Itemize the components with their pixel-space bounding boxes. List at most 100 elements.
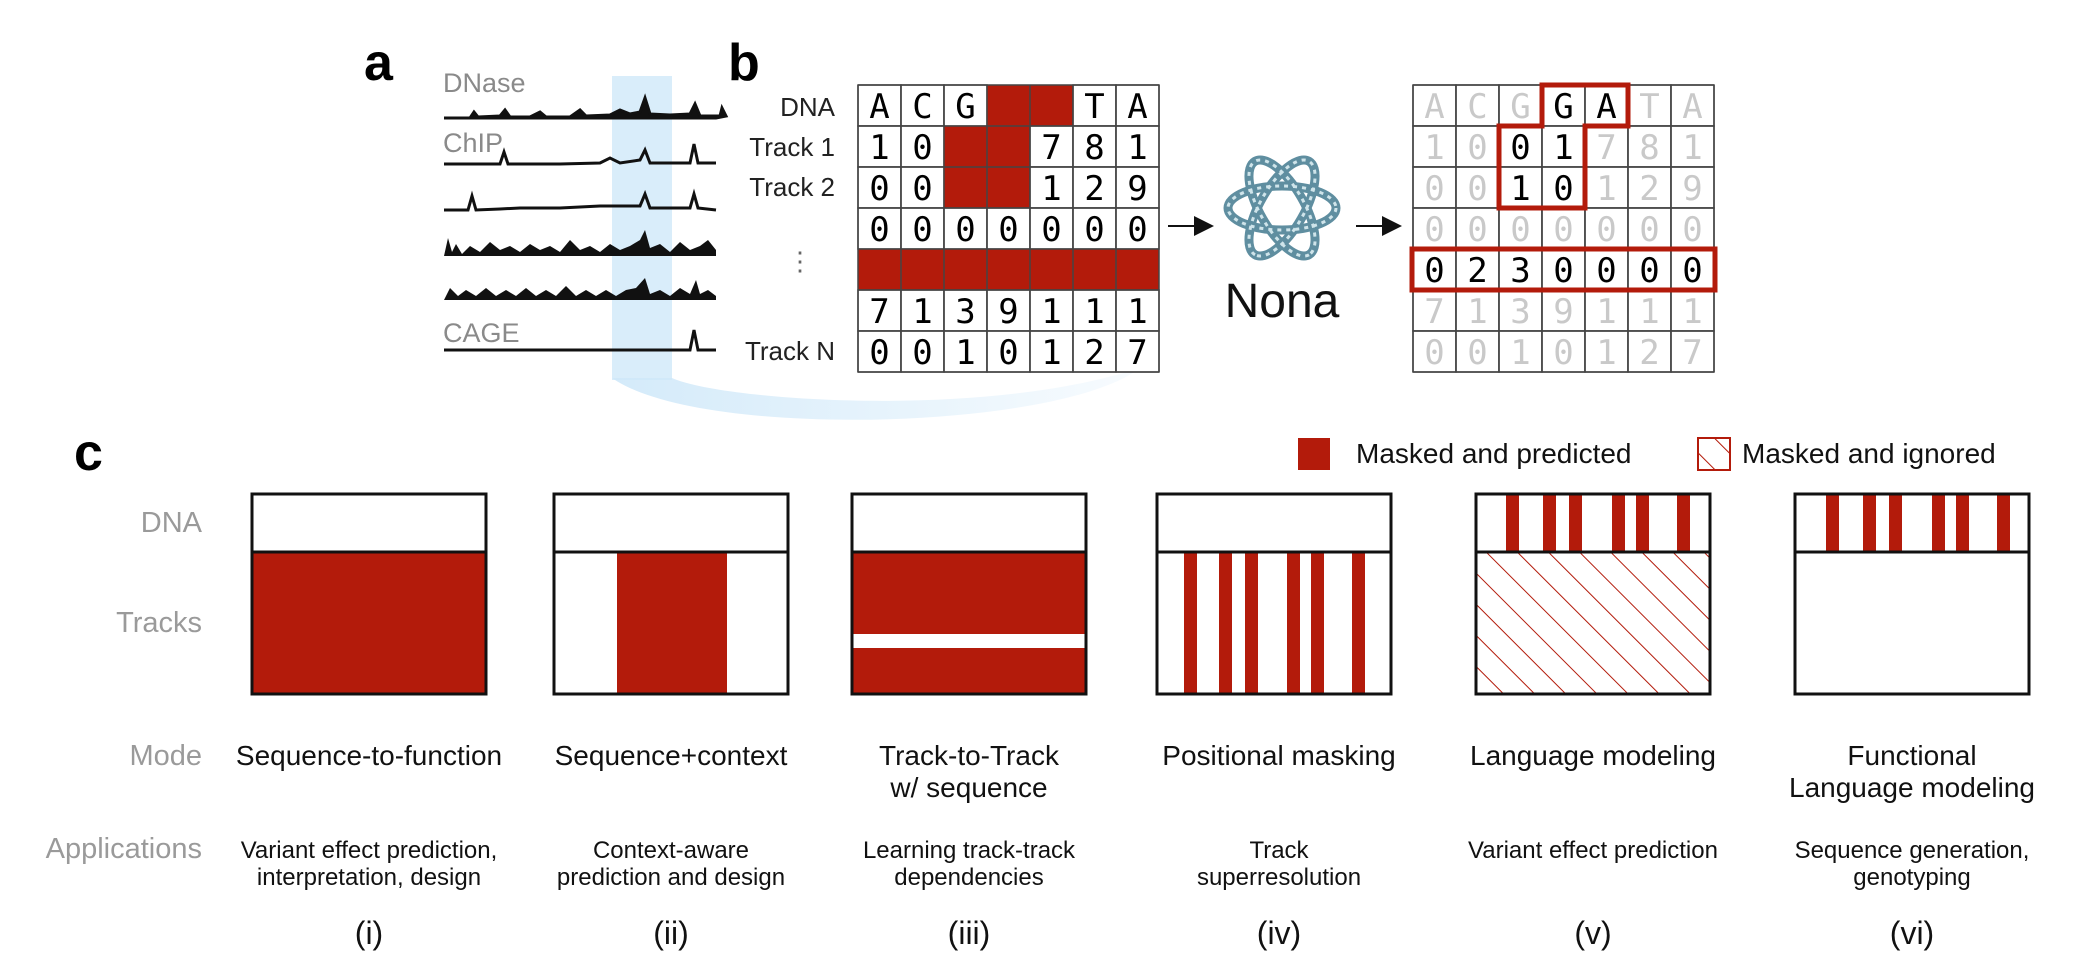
- diagram-frame: [850, 492, 1088, 696]
- mode-label: Sequence+context: [555, 740, 788, 771]
- dna-mask: [1863, 494, 1876, 552]
- grid-cell-value: 2: [1639, 169, 1659, 209]
- grid-cell-value: 2: [1084, 333, 1104, 373]
- position-mask: [1219, 552, 1232, 694]
- grid-cell: [1670, 125, 1715, 168]
- grid-cell-value: 0: [912, 169, 932, 209]
- position-mask: [1245, 552, 1258, 694]
- diagram-frame: [1793, 492, 2031, 696]
- grid-cell-value: 8: [1639, 128, 1659, 168]
- grid-cell-value: 1: [1424, 128, 1444, 168]
- grid-cell: [1541, 207, 1586, 250]
- grid-cell-value: 1: [1510, 333, 1530, 373]
- grid-cell: [1412, 125, 1457, 168]
- application-label: Sequence generation,genotyping: [1795, 837, 2030, 891]
- dna-mask: [1543, 494, 1556, 552]
- grid-cell-value: 1: [1639, 292, 1659, 332]
- row-label-trackn: Track N: [745, 336, 835, 366]
- tracks-mask: [852, 552, 1086, 694]
- mode-label: Language modeling: [1470, 740, 1716, 771]
- grid-cell: [857, 166, 902, 209]
- panel-c-letter: c: [74, 424, 103, 482]
- prediction-outline: [1496, 82, 1631, 211]
- chip-track-2: [444, 188, 717, 212]
- diagram-frame: [552, 492, 790, 696]
- grid-cell-value: 1: [1682, 292, 1702, 332]
- grid-cell-value: 0: [1424, 210, 1444, 250]
- grid-cell-value: 0: [955, 210, 975, 250]
- grid-cell-value: 9: [998, 292, 1018, 332]
- dna-mask: [1889, 494, 1902, 552]
- masked-cell: [988, 127, 1029, 166]
- highlight-swoop: [612, 368, 1140, 420]
- cage-track: [444, 329, 716, 352]
- masked-cell: [988, 86, 1029, 125]
- grid-cell-value: 1: [1041, 333, 1061, 373]
- panel-b-letter: b: [728, 34, 760, 92]
- mode-diagram-2: [552, 492, 790, 696]
- mode-number: (iii): [948, 915, 991, 951]
- grid-cell-value: 0: [869, 210, 889, 250]
- mode-number: (iv): [1257, 915, 1301, 951]
- track-label-chip: ChIP: [443, 128, 503, 158]
- chip-track-1: [444, 143, 716, 166]
- mode-number: (i): [355, 915, 383, 951]
- mode-number: (ii): [653, 915, 689, 951]
- masked-cell: [988, 250, 1029, 289]
- dna-mask: [1677, 494, 1690, 552]
- grid-cell-value: 0: [1467, 128, 1487, 168]
- grid-cell-value: 7: [1424, 292, 1444, 332]
- grid-cell-value: C: [1467, 87, 1487, 127]
- grid-cell-value: 0: [1084, 210, 1104, 250]
- legend-predicted-label: Masked and predicted: [1356, 438, 1632, 469]
- row-label-dna-c: DNA: [141, 507, 203, 539]
- grid-cell-value: 0: [1682, 251, 1702, 291]
- mode-diagram-5: [1474, 492, 1712, 696]
- grid-cell-value: 0: [1127, 210, 1147, 250]
- grid-cell-value: 0: [1424, 251, 1444, 291]
- mode-diagram-1: [250, 492, 488, 696]
- grid-cell-value: T: [1639, 87, 1659, 127]
- grid-cell-value: 0: [1467, 210, 1487, 250]
- masked-cell: [945, 250, 986, 289]
- masked-cell: [1031, 86, 1072, 125]
- grid-cell: [1412, 84, 1457, 127]
- grid-cell-value: 0: [1596, 251, 1616, 291]
- grid-cell-value: 1: [1467, 292, 1487, 332]
- grid-cell-value: A: [1424, 87, 1444, 127]
- masked-cell: [1074, 250, 1115, 289]
- prediction-outline: [1409, 246, 1718, 293]
- grid-cell-value: A: [869, 87, 889, 127]
- grid-cell-value: 0: [1424, 169, 1444, 209]
- row-label-mode: Mode: [129, 740, 202, 772]
- grid-cell-value: 3: [1510, 251, 1530, 291]
- grid-cell-value: 3: [955, 292, 975, 332]
- grid-cell-value: 0: [1041, 210, 1061, 250]
- dna-mask: [1569, 494, 1582, 552]
- grid-cell: [1541, 84, 1586, 127]
- dna-mask: [1636, 494, 1649, 552]
- grid-cell-value: 1: [1127, 292, 1147, 332]
- mode-diagram-4: [1155, 492, 1393, 696]
- grid-cell-value: 1: [1127, 128, 1147, 168]
- nona-logo-icon: [1223, 155, 1341, 261]
- grid-cell-value: 0: [1424, 333, 1444, 373]
- masked-cell: [859, 250, 900, 289]
- row-label-track1: Track 1: [749, 132, 835, 162]
- grid-cell-value: 0: [1553, 169, 1573, 209]
- row-label-dna: DNA: [780, 92, 836, 122]
- dna-mask: [1932, 494, 1945, 552]
- application-label: Variant effect prediction,interpretation…: [241, 837, 498, 891]
- panel-a-letter: a: [364, 34, 394, 92]
- grid-cell-value: 0: [1467, 333, 1487, 373]
- masked-cell: [945, 168, 986, 207]
- dnase-track: [444, 93, 729, 120]
- grid-cell-value: 1: [1510, 169, 1530, 209]
- grid-cell-value: 1: [1084, 292, 1104, 332]
- row-label-applications: Applications: [46, 833, 202, 865]
